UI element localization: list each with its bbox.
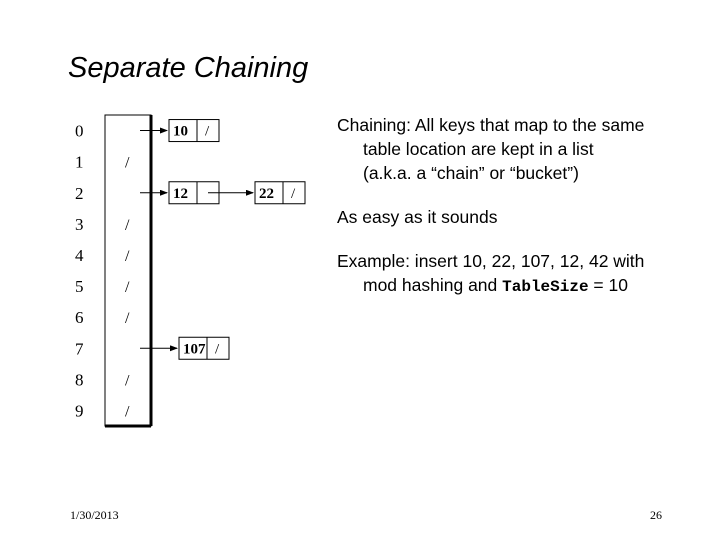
chain-node — [168, 119, 220, 143]
page-number: 26 — [650, 508, 662, 522]
bullet-line: mod hashing and TableSize = 10 — [337, 273, 707, 299]
bullet-line: As easy as it sounds — [337, 207, 498, 227]
slot-index-label: 7 — [75, 339, 84, 358]
bullet-line: (a.k.a. a “chain” or “bucket”) — [363, 163, 579, 183]
null-marker: / — [125, 310, 130, 327]
null-marker: / — [125, 372, 130, 389]
null-marker: / — [125, 248, 130, 265]
bullet-line: Chaining: All keys that map to the same — [337, 115, 645, 135]
null-marker: / — [125, 279, 130, 296]
bullet-chaining-definition: Chaining: All keys that map to the same … — [337, 113, 707, 185]
hash-table: 0 1 / 2 3 / 4 / 5 / 6 / 7 8 / 9 / — [75, 114, 153, 428]
slot-index-label: 3 — [75, 215, 84, 234]
null-marker: / — [215, 341, 220, 357]
slot-index-label: 6 — [75, 308, 84, 327]
node-key: 22 — [259, 186, 274, 202]
node-key: 107 — [183, 341, 206, 357]
slot-index-label: 8 — [75, 370, 84, 389]
slot-index-label: 1 — [75, 153, 84, 172]
slot-index-label: 4 — [75, 246, 84, 265]
slot-index-label: 5 — [75, 277, 84, 296]
bullet-easy: As easy as it sounds — [337, 205, 707, 229]
example-text: mod hashing and — [363, 275, 503, 295]
null-marker: / — [125, 403, 130, 420]
null-marker: / — [125, 217, 130, 234]
bullet-example: Example: insert 10, 22, 107, 12, 42 with… — [337, 249, 707, 299]
slide-title: Separate Chaining — [68, 52, 309, 84]
chain-node — [254, 181, 306, 205]
bullet-line: Example: insert 10, 22, 107, 12, 42 with — [337, 251, 645, 271]
node-key: 12 — [173, 186, 188, 202]
bullet-line: table location are kept in a list — [363, 139, 594, 159]
null-marker: / — [205, 124, 210, 140]
explanation-text: Chaining: All keys that map to the same … — [337, 113, 707, 309]
null-marker: / — [291, 186, 296, 202]
example-text: = 10 — [588, 275, 628, 295]
chain-node — [178, 336, 230, 360]
slot-index-label: 0 — [75, 122, 84, 141]
slot-index-label: 9 — [75, 401, 84, 420]
node-key: 10 — [173, 124, 188, 140]
chains: 10 / 12 22 / 107 / — [140, 119, 306, 360]
null-marker: / — [125, 155, 130, 172]
tablesize-code: TableSize — [502, 278, 589, 296]
slot-index-label: 2 — [75, 184, 84, 203]
footer-date: 1/30/2013 — [70, 508, 119, 522]
